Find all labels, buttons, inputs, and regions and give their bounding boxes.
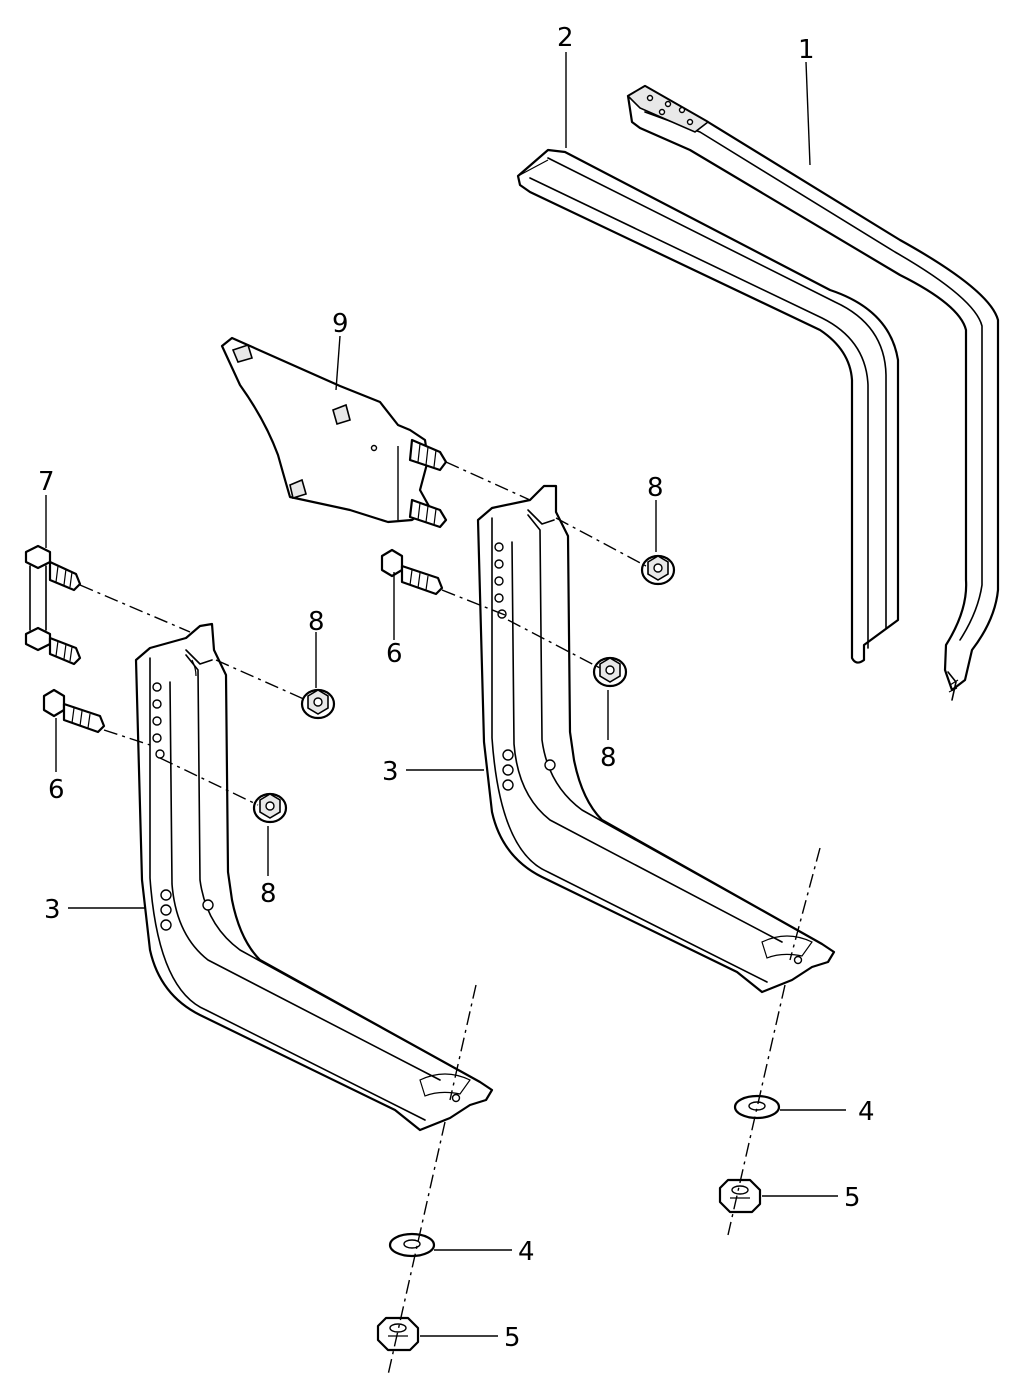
part-7-ubolt: [24, 544, 82, 666]
part-5-nut-left: [376, 1316, 420, 1352]
callout-8a: 8: [647, 473, 664, 503]
part-8-nut-c: [300, 688, 336, 720]
assembly-axes: [79, 461, 821, 1376]
callout-9: 9: [332, 309, 349, 339]
callout-labels: 1 2 9 7 8 6 8 8 6 3 8 3 4 5 4 5: [38, 23, 875, 1353]
part-5-nut-right: [718, 1178, 762, 1214]
callout-3b: 3: [382, 757, 399, 787]
leader-lines: [45, 52, 846, 1337]
callout-3a: 3: [44, 895, 61, 925]
part-8-nut-d: [252, 792, 288, 824]
part-2-rail: [516, 148, 900, 664]
part-4-washer-left: [388, 1232, 436, 1258]
part-6-bolt-right: [380, 548, 444, 596]
part-8-nut-a: [640, 554, 676, 586]
callout-6b: 6: [386, 639, 403, 669]
callout-1: 1: [798, 35, 815, 65]
part-4-washer-right: [733, 1094, 781, 1120]
part-6-bolt-left: [42, 688, 106, 734]
callout-8c: 8: [308, 607, 325, 637]
callout-5a: 5: [504, 1323, 521, 1353]
callout-8d: 8: [260, 879, 277, 909]
callout-4a: 4: [518, 1237, 535, 1267]
callout-7: 7: [38, 467, 55, 497]
callout-8b: 8: [600, 743, 617, 773]
part-1-strap: [626, 84, 1000, 701]
part-8-nut-b: [592, 656, 628, 688]
callout-6a: 6: [48, 775, 65, 805]
callout-5b: 5: [844, 1183, 861, 1213]
callout-2: 2: [557, 23, 574, 53]
callout-4b: 4: [858, 1097, 875, 1127]
part-3-hanger-left: [134, 622, 494, 1132]
part-9-plate: [220, 336, 448, 529]
part-3-hanger-right: [476, 484, 836, 994]
